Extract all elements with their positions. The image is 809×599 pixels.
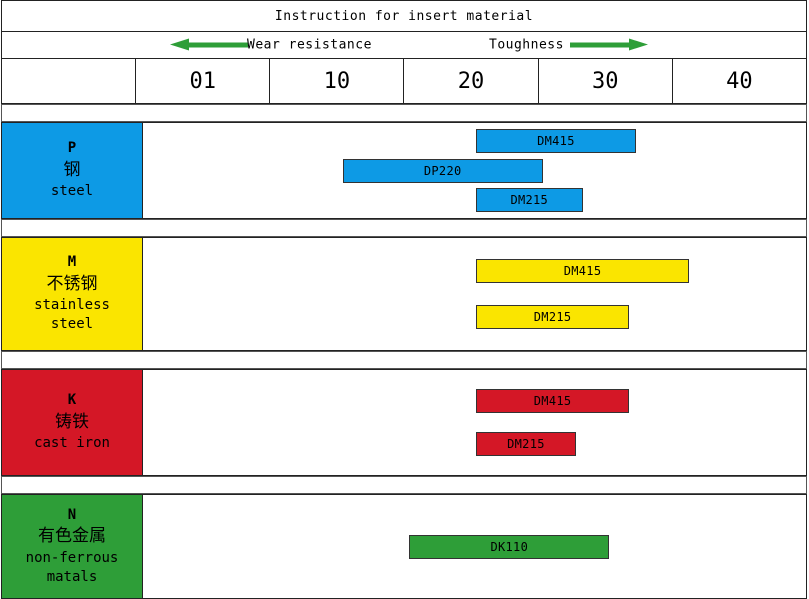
bar-label: DM215: [507, 437, 545, 451]
bars-cell-n: DK110: [142, 494, 807, 599]
arrow-left-icon: [170, 38, 248, 51]
section-spacer-cell: [1, 104, 807, 122]
toughness-label: Toughness: [489, 37, 564, 53]
category-code: K: [67, 392, 77, 409]
bar-label: DM415: [537, 133, 575, 148]
section-spacer: [1, 219, 807, 237]
category-code: P: [67, 140, 77, 157]
category-name-cn: 不锈钢: [46, 273, 98, 294]
chart-header-table: Instruction for insert material Wear res…: [0, 0, 808, 104]
table-row: N 有色金属 non-ferrous matals DK110: [1, 494, 807, 599]
category-name-cn: 有色金属: [38, 526, 106, 547]
bar-label: DM415: [533, 394, 572, 408]
section-spacer-cell: [1, 351, 807, 369]
wear-resistance-label: Wear resistance: [247, 37, 372, 53]
category-name-en: cast iron: [34, 435, 110, 452]
category-label-m: M 不锈钢 stainless steel: [1, 237, 143, 351]
category-name-cn: 铸铁: [55, 411, 89, 432]
category-name-en: steel: [50, 183, 94, 200]
category-code: M: [67, 254, 77, 271]
scale-corner-cell: [0, 58, 137, 104]
axis-annotation-cell: Wear resistance Toughness: [1, 31, 807, 59]
scale-tick-30: 30: [537, 58, 673, 104]
scale-tick-01: 01: [135, 58, 271, 104]
bar-label: DK110: [490, 539, 529, 554]
scale-tick-10: 10: [269, 58, 405, 104]
axis-annotation-row: Wear resistance Toughness: [1, 31, 807, 59]
section-spacer: [1, 104, 807, 122]
section-spacer-cell: [1, 476, 807, 494]
category-section-n: N 有色金属 non-ferrous matals DK110: [1, 494, 807, 599]
scale-tick-20: 20: [403, 58, 539, 104]
section-spacer: [1, 351, 807, 369]
bar-label: DM215: [533, 309, 572, 324]
bar-p-dp220[interactable]: DP220: [342, 158, 543, 183]
category-name-en: non-ferrous: [25, 549, 119, 566]
category-name-cn: 钢: [63, 159, 81, 180]
category-name-en: stainless: [34, 297, 110, 314]
category-name-en2: matals: [46, 568, 98, 585]
arrow-right-icon: [570, 38, 648, 51]
bar-k-dm415[interactable]: DM415: [476, 389, 630, 413]
scale-row: 01 10 20 30 40: [0, 58, 808, 104]
section-spacer: [1, 476, 807, 494]
title-row: Instruction for insert material: [1, 0, 807, 32]
bar-p-dm215[interactable]: DM215: [476, 188, 583, 213]
scale-tick-40: 40: [671, 58, 808, 104]
section-spacer-cell: [1, 219, 807, 237]
bar-p-dm415[interactable]: DM415: [476, 128, 636, 153]
bar-label: DM215: [510, 193, 549, 208]
bar-m-dm215[interactable]: DM215: [476, 304, 630, 329]
bar-n-dk110[interactable]: DK110: [409, 534, 610, 559]
bar-label: DP220: [423, 163, 462, 178]
category-label-n: N 有色金属 non-ferrous matals: [1, 494, 143, 599]
bar-k-dm215[interactable]: DM215: [476, 432, 576, 456]
bar-label: DM415: [563, 264, 602, 279]
bar-m-dm415[interactable]: DM415: [476, 259, 690, 284]
category-code: N: [67, 506, 77, 523]
bars-area: DK110: [143, 495, 806, 598]
category-label-k: K 铸铁 cast iron: [1, 369, 143, 476]
chart-title: Instruction for insert material: [1, 0, 807, 32]
category-name-en2: steel: [50, 316, 94, 333]
